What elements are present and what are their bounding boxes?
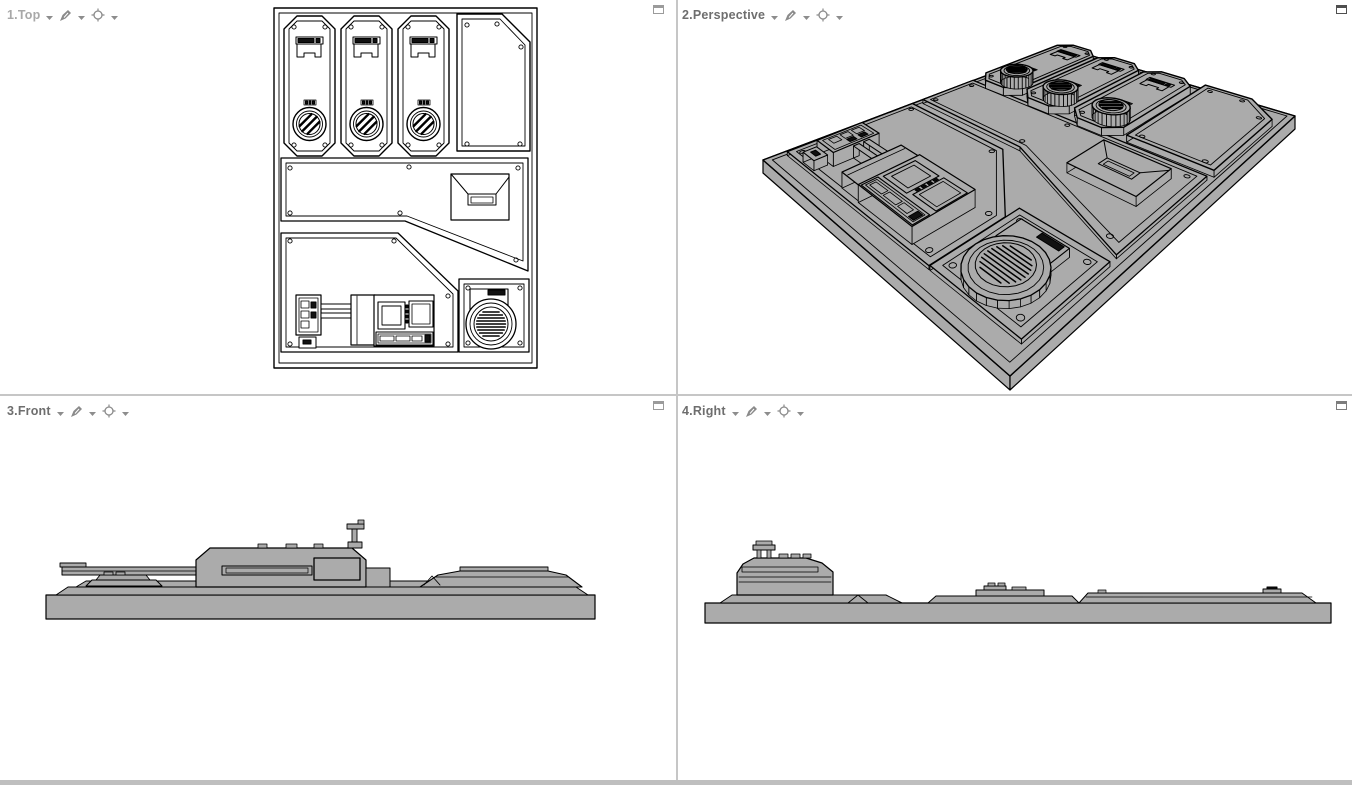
viewport-name-button[interactable]: 1.Top: [7, 8, 41, 22]
chevron-down-icon[interactable]: [88, 412, 96, 416]
viewport-front: 3.Front: [0, 396, 676, 780]
viewport-front-header: 3.Front: [7, 404, 129, 418]
pen-icon[interactable]: [784, 9, 797, 22]
maximize-viewport-button[interactable]: [653, 401, 664, 410]
camera-target-icon[interactable]: [102, 404, 116, 418]
chevron-down-icon[interactable]: [796, 412, 804, 416]
maximize-viewport-button[interactable]: [1336, 401, 1347, 410]
chevron-down-icon[interactable]: [763, 412, 771, 416]
chevron-down-icon[interactable]: [731, 412, 739, 416]
viewport-top-header: 1.Top: [7, 8, 119, 22]
camera-target-icon[interactable]: [816, 8, 830, 22]
horizontal-scrollbar[interactable]: [0, 780, 1352, 785]
camera-target-icon[interactable]: [777, 404, 791, 418]
chevron-down-icon[interactable]: [836, 16, 844, 20]
viewport-splitter-vertical[interactable]: [676, 0, 678, 780]
pen-icon[interactable]: [70, 405, 83, 418]
camera-target-icon[interactable]: [91, 8, 105, 22]
chevron-down-icon[interactable]: [111, 16, 119, 20]
viewport-splitter-horizontal[interactable]: [0, 394, 1352, 396]
maximize-viewport-button[interactable]: [1336, 5, 1347, 14]
viewport-right-header: 4.Right: [682, 404, 804, 418]
chevron-down-icon[interactable]: [78, 16, 86, 20]
viewport-name-button[interactable]: 4.Right: [682, 404, 726, 418]
viewport-perspective-header: 2.Perspective: [682, 8, 844, 22]
pen-icon[interactable]: [59, 9, 72, 22]
right-view-canvas[interactable]: [678, 396, 1352, 780]
chevron-down-icon[interactable]: [771, 16, 779, 20]
maximize-viewport-button[interactable]: [653, 5, 664, 14]
front-view-canvas[interactable]: [0, 396, 676, 780]
viewport-perspective: 2.Perspective: [678, 0, 1352, 394]
top-view-canvas[interactable]: [0, 0, 676, 394]
chevron-down-icon[interactable]: [46, 16, 54, 20]
perspective-view-canvas[interactable]: [678, 0, 1352, 394]
viewport-right: 4.Right: [678, 396, 1352, 780]
viewport-top: 1.Top: [0, 0, 676, 394]
chevron-down-icon[interactable]: [121, 412, 129, 416]
chevron-down-icon[interactable]: [803, 16, 811, 20]
viewport-name-button[interactable]: 3.Front: [7, 404, 51, 418]
pen-icon[interactable]: [745, 405, 758, 418]
chevron-down-icon[interactable]: [56, 412, 64, 416]
viewport-name-button[interactable]: 2.Perspective: [682, 8, 766, 22]
